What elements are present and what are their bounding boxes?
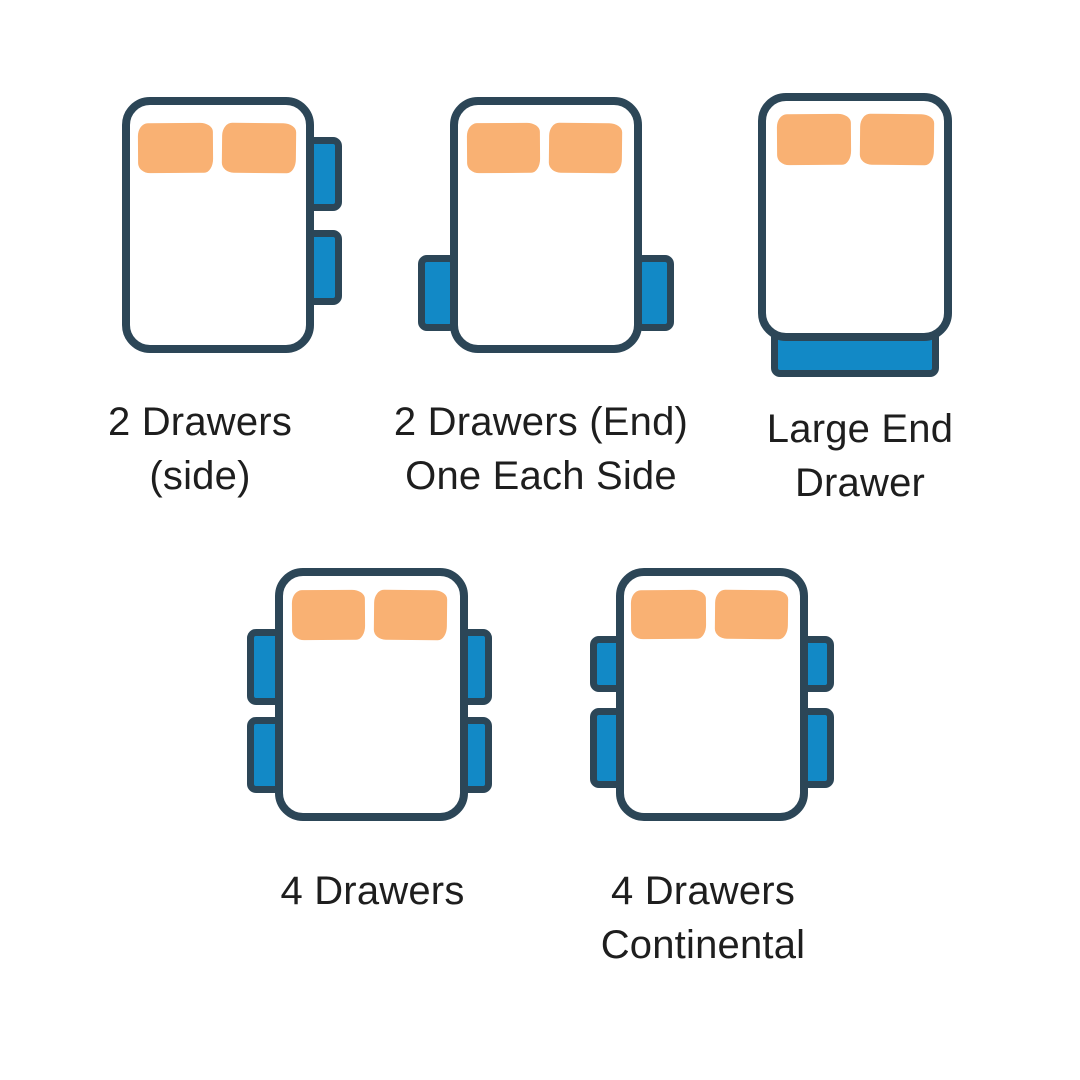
pillow-right (373, 589, 448, 641)
pillow-left (776, 113, 852, 166)
pillow-right (221, 122, 297, 174)
bed-config-large-end-drawer (758, 93, 952, 377)
config-label-2-drawers-side: 2 Drawers (side) (50, 395, 350, 503)
bed-config-4-drawers-continental (590, 568, 834, 821)
label-line: 4 Drawers (610, 869, 796, 913)
label-line: 2 Drawers (End) (393, 400, 689, 444)
pillow-right (859, 113, 935, 166)
config-label-large-end-drawer: Large End Drawer (715, 402, 1005, 510)
pillow-right (548, 122, 623, 174)
label-line: Large End (766, 407, 954, 451)
label-line: 2 Drawers (107, 400, 293, 444)
pillow-left (291, 589, 366, 641)
label-line: Continental (600, 923, 806, 967)
pillow-right (714, 589, 789, 640)
label-line: (side) (149, 454, 251, 498)
pillow-left (466, 122, 541, 174)
config-label-4-drawers: 4 Drawers (225, 864, 520, 918)
label-line: Drawer (794, 461, 926, 505)
bed-config-4-drawers (247, 568, 492, 821)
pillow-left (630, 589, 707, 640)
pillow-left (137, 122, 214, 174)
label-line: 4 Drawers (280, 869, 465, 913)
config-label-4-drawers-continental: 4 Drawers Continental (558, 864, 848, 972)
bed-config-2-drawers-end (418, 97, 674, 353)
bed-config-2-drawers-side (122, 97, 342, 353)
config-label-2-drawers-end: 2 Drawers (End) One Each Side (386, 395, 696, 503)
label-line: One Each Side (405, 454, 677, 498)
